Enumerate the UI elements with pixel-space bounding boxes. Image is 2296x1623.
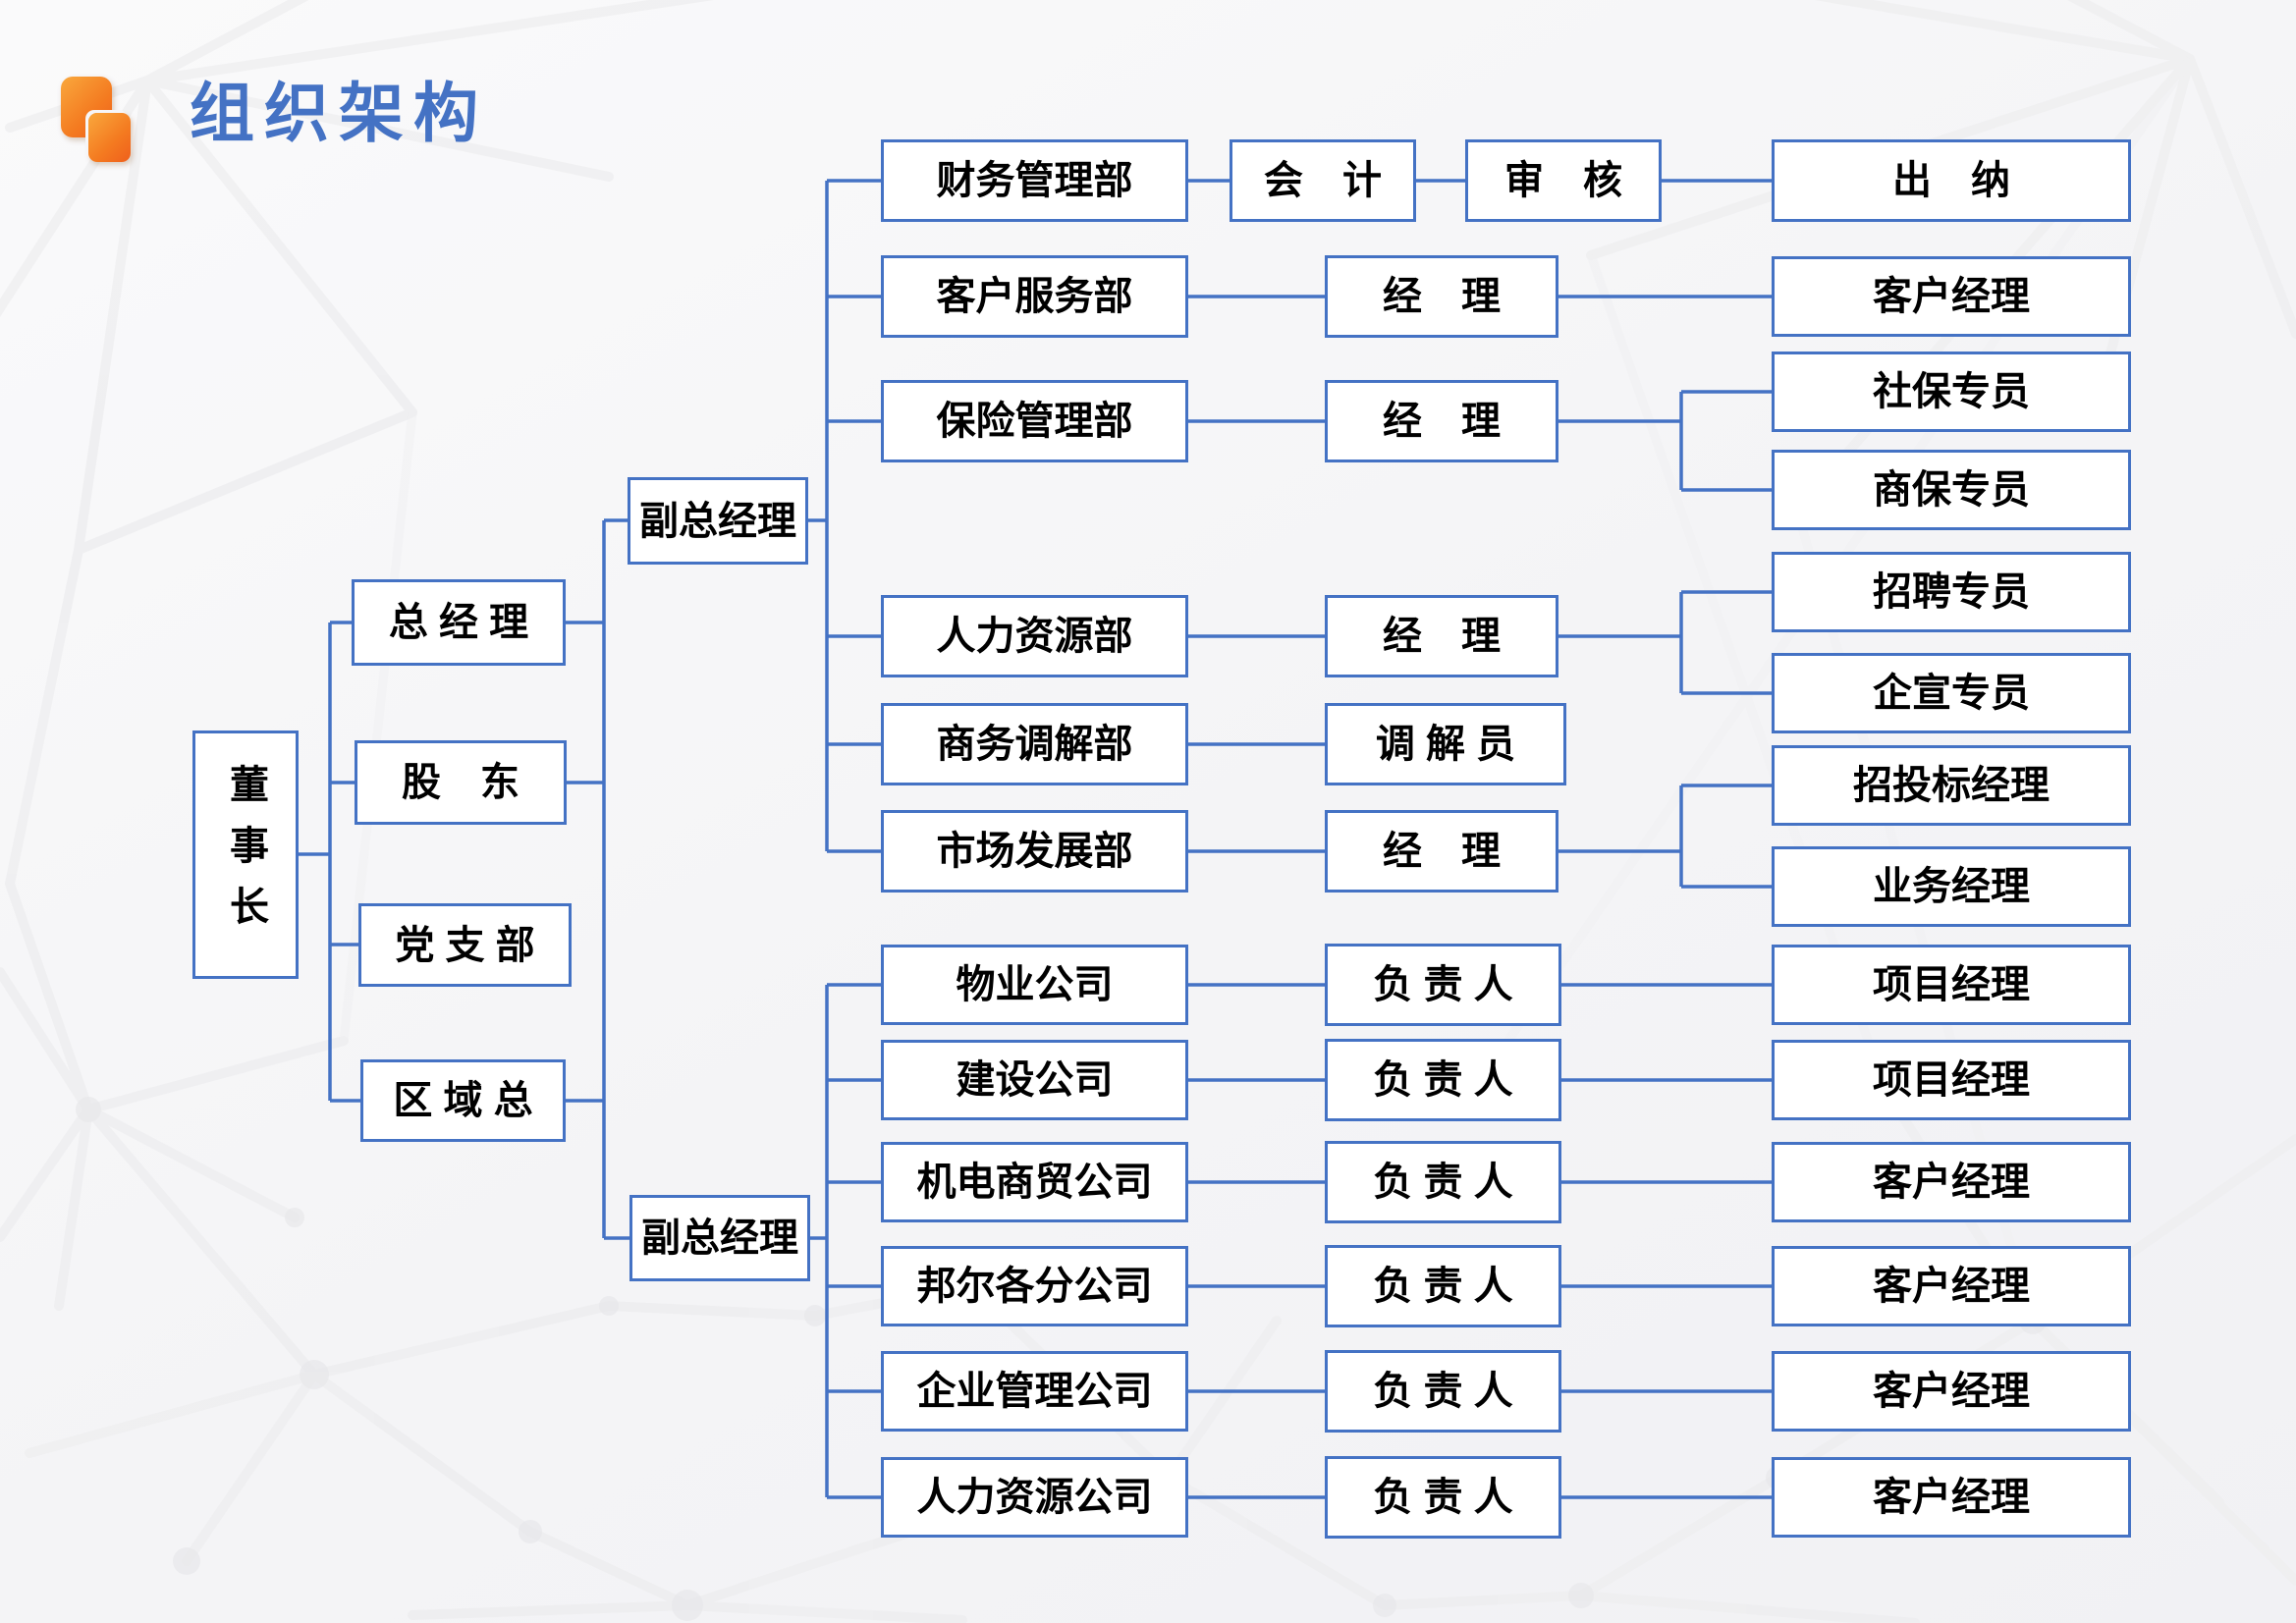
node-sub-cashier: 出 纳 xyxy=(1772,139,2131,222)
page-title: 组织架构 xyxy=(190,79,488,150)
node-sub-publicity: 企宣专员 xyxy=(1772,653,2131,733)
node-sub-project-manager-1: 项目经理 xyxy=(1772,945,2131,1025)
node-dept-insurance: 保险管理部 xyxy=(881,380,1188,462)
node-role-head-banger: 负 责 人 xyxy=(1325,1245,1561,1327)
node-sub-business-manager: 业务经理 xyxy=(1772,846,2131,927)
node-role-head-enterprise: 负 责 人 xyxy=(1325,1350,1561,1433)
node-role-head-mechatronics: 负 责 人 xyxy=(1325,1141,1561,1223)
node-sub-customer-manager: 客户经理 xyxy=(1772,256,2131,337)
node-co-enterprise-mgmt: 企业管理公司 xyxy=(881,1351,1188,1432)
node-role-head-hr: 负 责 人 xyxy=(1325,1456,1561,1539)
node-role-accountant: 会 计 xyxy=(1230,139,1416,222)
node-vice-gm-1: 副总经理 xyxy=(628,477,808,565)
node-party-branch: 党 支 部 xyxy=(358,903,572,987)
node-role-manager-insurance: 经 理 xyxy=(1325,380,1558,462)
node-co-construction: 建设公司 xyxy=(881,1040,1188,1120)
node-regional-head: 区 域 总 xyxy=(360,1059,566,1142)
node-role-manager-hr: 经 理 xyxy=(1325,595,1558,677)
node-sub-tender-manager: 招投标经理 xyxy=(1772,745,2131,826)
node-dept-finance: 财务管理部 xyxy=(881,139,1188,222)
node-sub-social-insurance: 社保专员 xyxy=(1772,352,2131,432)
node-general-manager: 总 经 理 xyxy=(352,579,566,666)
node-sub-commercial-insurance: 商保专员 xyxy=(1772,450,2131,530)
node-dept-market: 市场发展部 xyxy=(881,810,1188,893)
node-role-mediator: 调 解 员 xyxy=(1325,703,1566,785)
node-role-manager-market: 经 理 xyxy=(1325,810,1558,893)
node-shareholders: 股 东 xyxy=(355,740,567,825)
node-sub-project-manager-2: 项目经理 xyxy=(1772,1040,2131,1120)
node-sub-customer-manager-3: 客户经理 xyxy=(1772,1351,2131,1432)
node-dept-hr: 人力资源部 xyxy=(881,595,1188,677)
node-sub-recruiting: 招聘专员 xyxy=(1772,552,2131,632)
node-co-mechatronics: 机电商贸公司 xyxy=(881,1142,1188,1222)
logo-orange-square-front-icon xyxy=(88,113,131,162)
node-sub-customer-manager-2: 客户经理 xyxy=(1772,1246,2131,1326)
node-vice-gm-2: 副总经理 xyxy=(629,1195,810,1281)
node-sub-customer-manager-4: 客户经理 xyxy=(1772,1457,2131,1538)
node-dept-customer-service: 客户服务部 xyxy=(881,255,1188,338)
node-role-head-construction: 负 责 人 xyxy=(1325,1039,1561,1121)
node-chairman: 董事长 xyxy=(192,730,299,979)
node-dept-mediation: 商务调解部 xyxy=(881,703,1188,785)
node-role-audit: 审 核 xyxy=(1465,139,1662,222)
node-co-property: 物业公司 xyxy=(881,945,1188,1025)
node-role-manager-customer: 经 理 xyxy=(1325,255,1558,338)
node-sub-customer-manager-1: 客户经理 xyxy=(1772,1142,2131,1222)
node-role-head-property: 负 责 人 xyxy=(1325,944,1561,1026)
node-co-hr: 人力资源公司 xyxy=(881,1457,1188,1538)
node-co-banger-branches: 邦尔各分公司 xyxy=(881,1246,1188,1326)
